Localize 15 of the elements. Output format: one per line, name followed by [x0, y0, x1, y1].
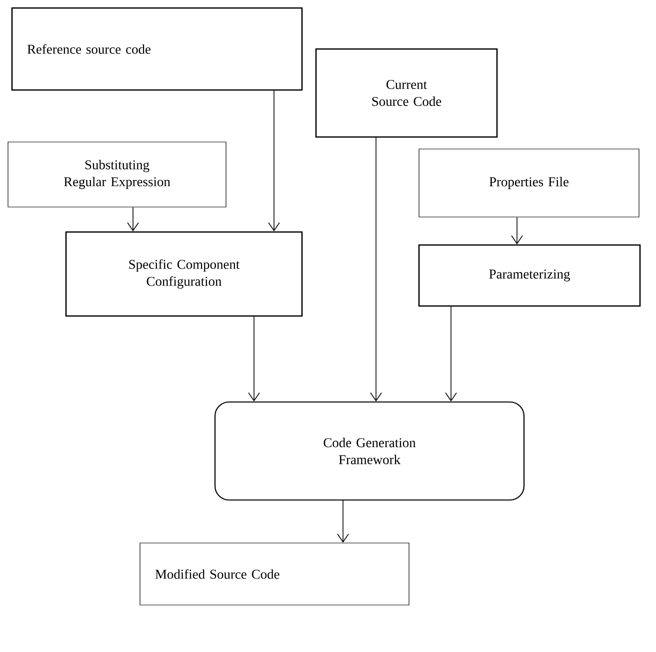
arrow [511, 216, 523, 244]
process-box: Properties File [418, 148, 640, 218]
arrow [370, 137, 382, 402]
process-box: Current Source Code [315, 48, 498, 138]
rounded-box: Code Generation Framework [214, 401, 525, 501]
process-box: Reference source code [11, 7, 303, 91]
process-box: Substituting Regular Expression [8, 142, 226, 208]
arrow [445, 306, 457, 402]
arrow [248, 316, 260, 402]
arrow [268, 90, 280, 232]
arrow [337, 500, 349, 543]
process-box: Modified Source Code [140, 542, 410, 606]
process-box: Parameterizing [418, 244, 641, 307]
process-box: Specific Component Configuration [65, 231, 303, 317]
arrow [127, 206, 139, 232]
